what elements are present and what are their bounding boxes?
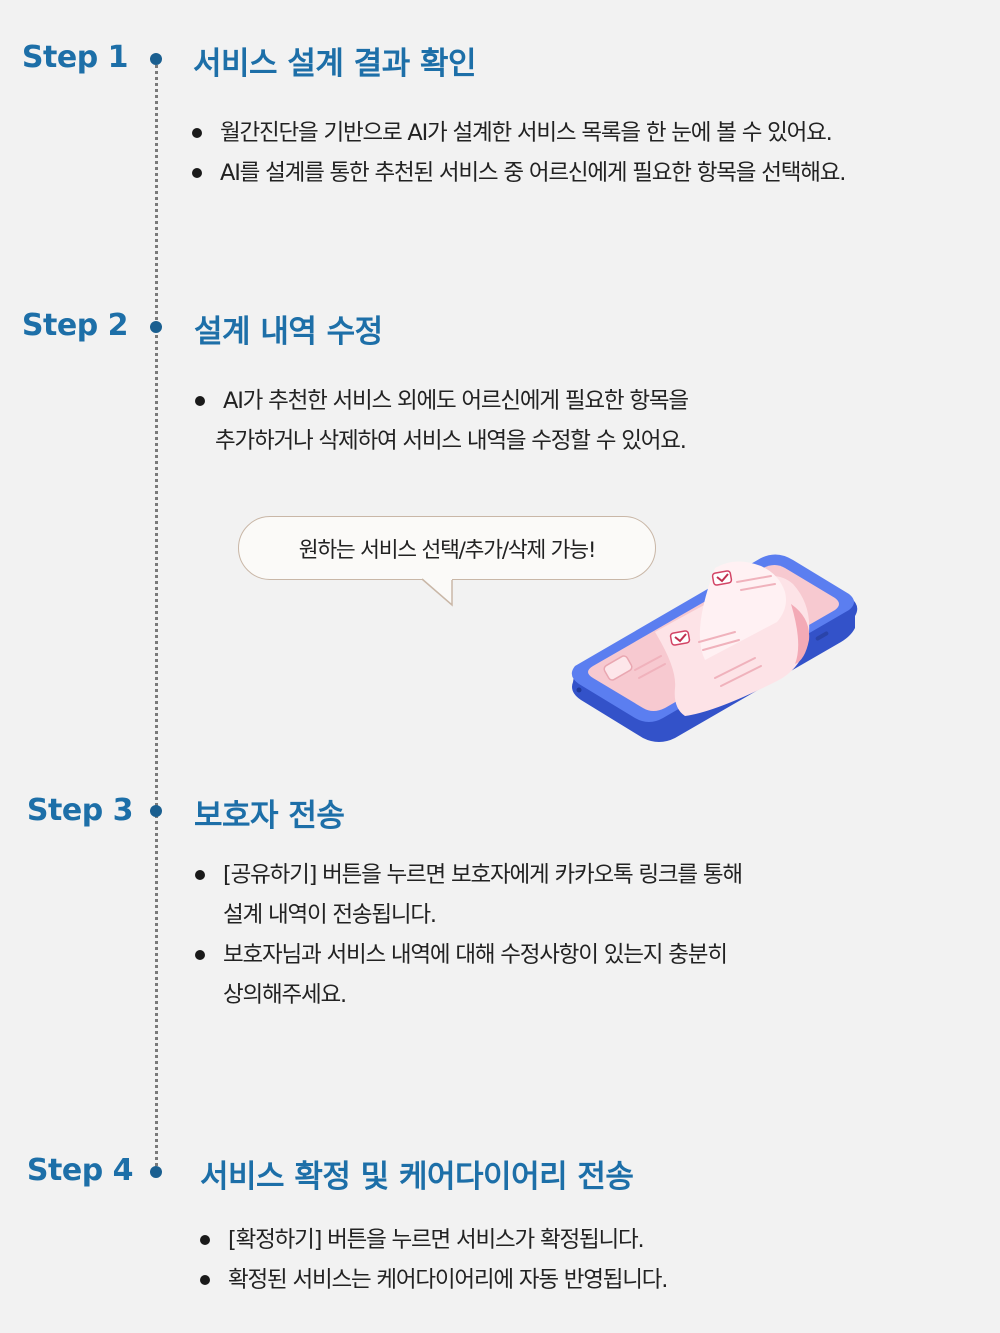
list-item: [확정하기] 버튼을 누르면 서비스가 확정됩니다.	[200, 1220, 667, 1260]
step-4-title: 서비스 확정 및 케어다이어리 전송	[200, 1159, 634, 1195]
step-2-label: Step 2	[21, 308, 129, 343]
bullet-text: 보호자님과 서비스 내역에 대해 수정사항이 있는지 충분히	[223, 942, 728, 968]
step-2-dot	[150, 321, 162, 333]
bullet-dot	[192, 168, 202, 178]
step-4-label: Step 4	[26, 1153, 134, 1188]
bullet-text: [공유하기] 버튼을 누르면 보호자에게 카카오톡 링크를 통해	[223, 862, 743, 888]
step-3-dot	[150, 805, 162, 817]
list-item: 확정된 서비스는 케어다이어리에 자동 반영됩니다.	[200, 1260, 668, 1300]
step-3-label: Step 3	[26, 793, 134, 828]
bullet-text: [확정하기] 버튼을 누르면 서비스가 확정됩니다.	[228, 1227, 645, 1253]
bullet-text-continued: 추가하거나 삭제하여 서비스 내역을 수정할 수 있어요.	[215, 428, 687, 454]
step-4-dot	[150, 1166, 162, 1178]
phone-checklist-icon	[571, 554, 858, 742]
speech-bubble-tail	[421, 578, 453, 607]
bullet-text: 확정된 서비스는 케어다이어리에 자동 반영됩니다.	[228, 1267, 668, 1293]
bullet-text-continued: 상의해주세요.	[223, 982, 347, 1008]
list-item: AI를 설계를 통한 추천된 서비스 중 어르신에게 필요한 항목을 선택해요.	[192, 153, 846, 193]
bullet-dot	[195, 396, 205, 406]
step-1-bullets: 월간진단을 기반으로 AI가 설계한 서비스 목록을 한 눈에 볼 수 있어요.…	[192, 113, 846, 193]
bullet-dot	[200, 1235, 210, 1245]
bullet-text-continued: 설계 내역이 전송됩니다.	[223, 902, 437, 928]
bullet-text: AI를 설계를 통한 추천된 서비스 중 어르신에게 필요한 항목을 선택해요.	[220, 160, 846, 186]
bullet-dot	[195, 950, 205, 960]
bullet-text: AI가 추천한 서비스 외에도 어르신에게 필요한 항목을	[223, 388, 689, 414]
step-4-bullets: [확정하기] 버튼을 누르면 서비스가 확정됩니다. 확정된 서비스는 케어다이…	[200, 1220, 668, 1300]
bullet-dot	[200, 1275, 210, 1285]
speech-bubble-text: 원하는 서비스 선택/추가/삭제 가능!	[298, 538, 597, 563]
timeline-dotted-line	[155, 58, 158, 1172]
step-1-dot	[150, 53, 162, 65]
step-2-title: 설계 내역 수정	[194, 314, 383, 350]
bullet-dot	[195, 870, 205, 880]
speech-bubble: 원하는 서비스 선택/추가/삭제 가능!	[238, 516, 656, 580]
step-1-title: 서비스 설계 결과 확인	[193, 46, 477, 82]
list-item: 월간진단을 기반으로 AI가 설계한 서비스 목록을 한 눈에 볼 수 있어요.	[192, 113, 845, 153]
bullet-text: 월간진단을 기반으로 AI가 설계한 서비스 목록을 한 눈에 볼 수 있어요.	[220, 120, 833, 146]
step-1-label: Step 1	[21, 40, 129, 75]
bullet-dot	[192, 128, 202, 138]
step-3-title: 보호자 전송	[194, 798, 345, 834]
